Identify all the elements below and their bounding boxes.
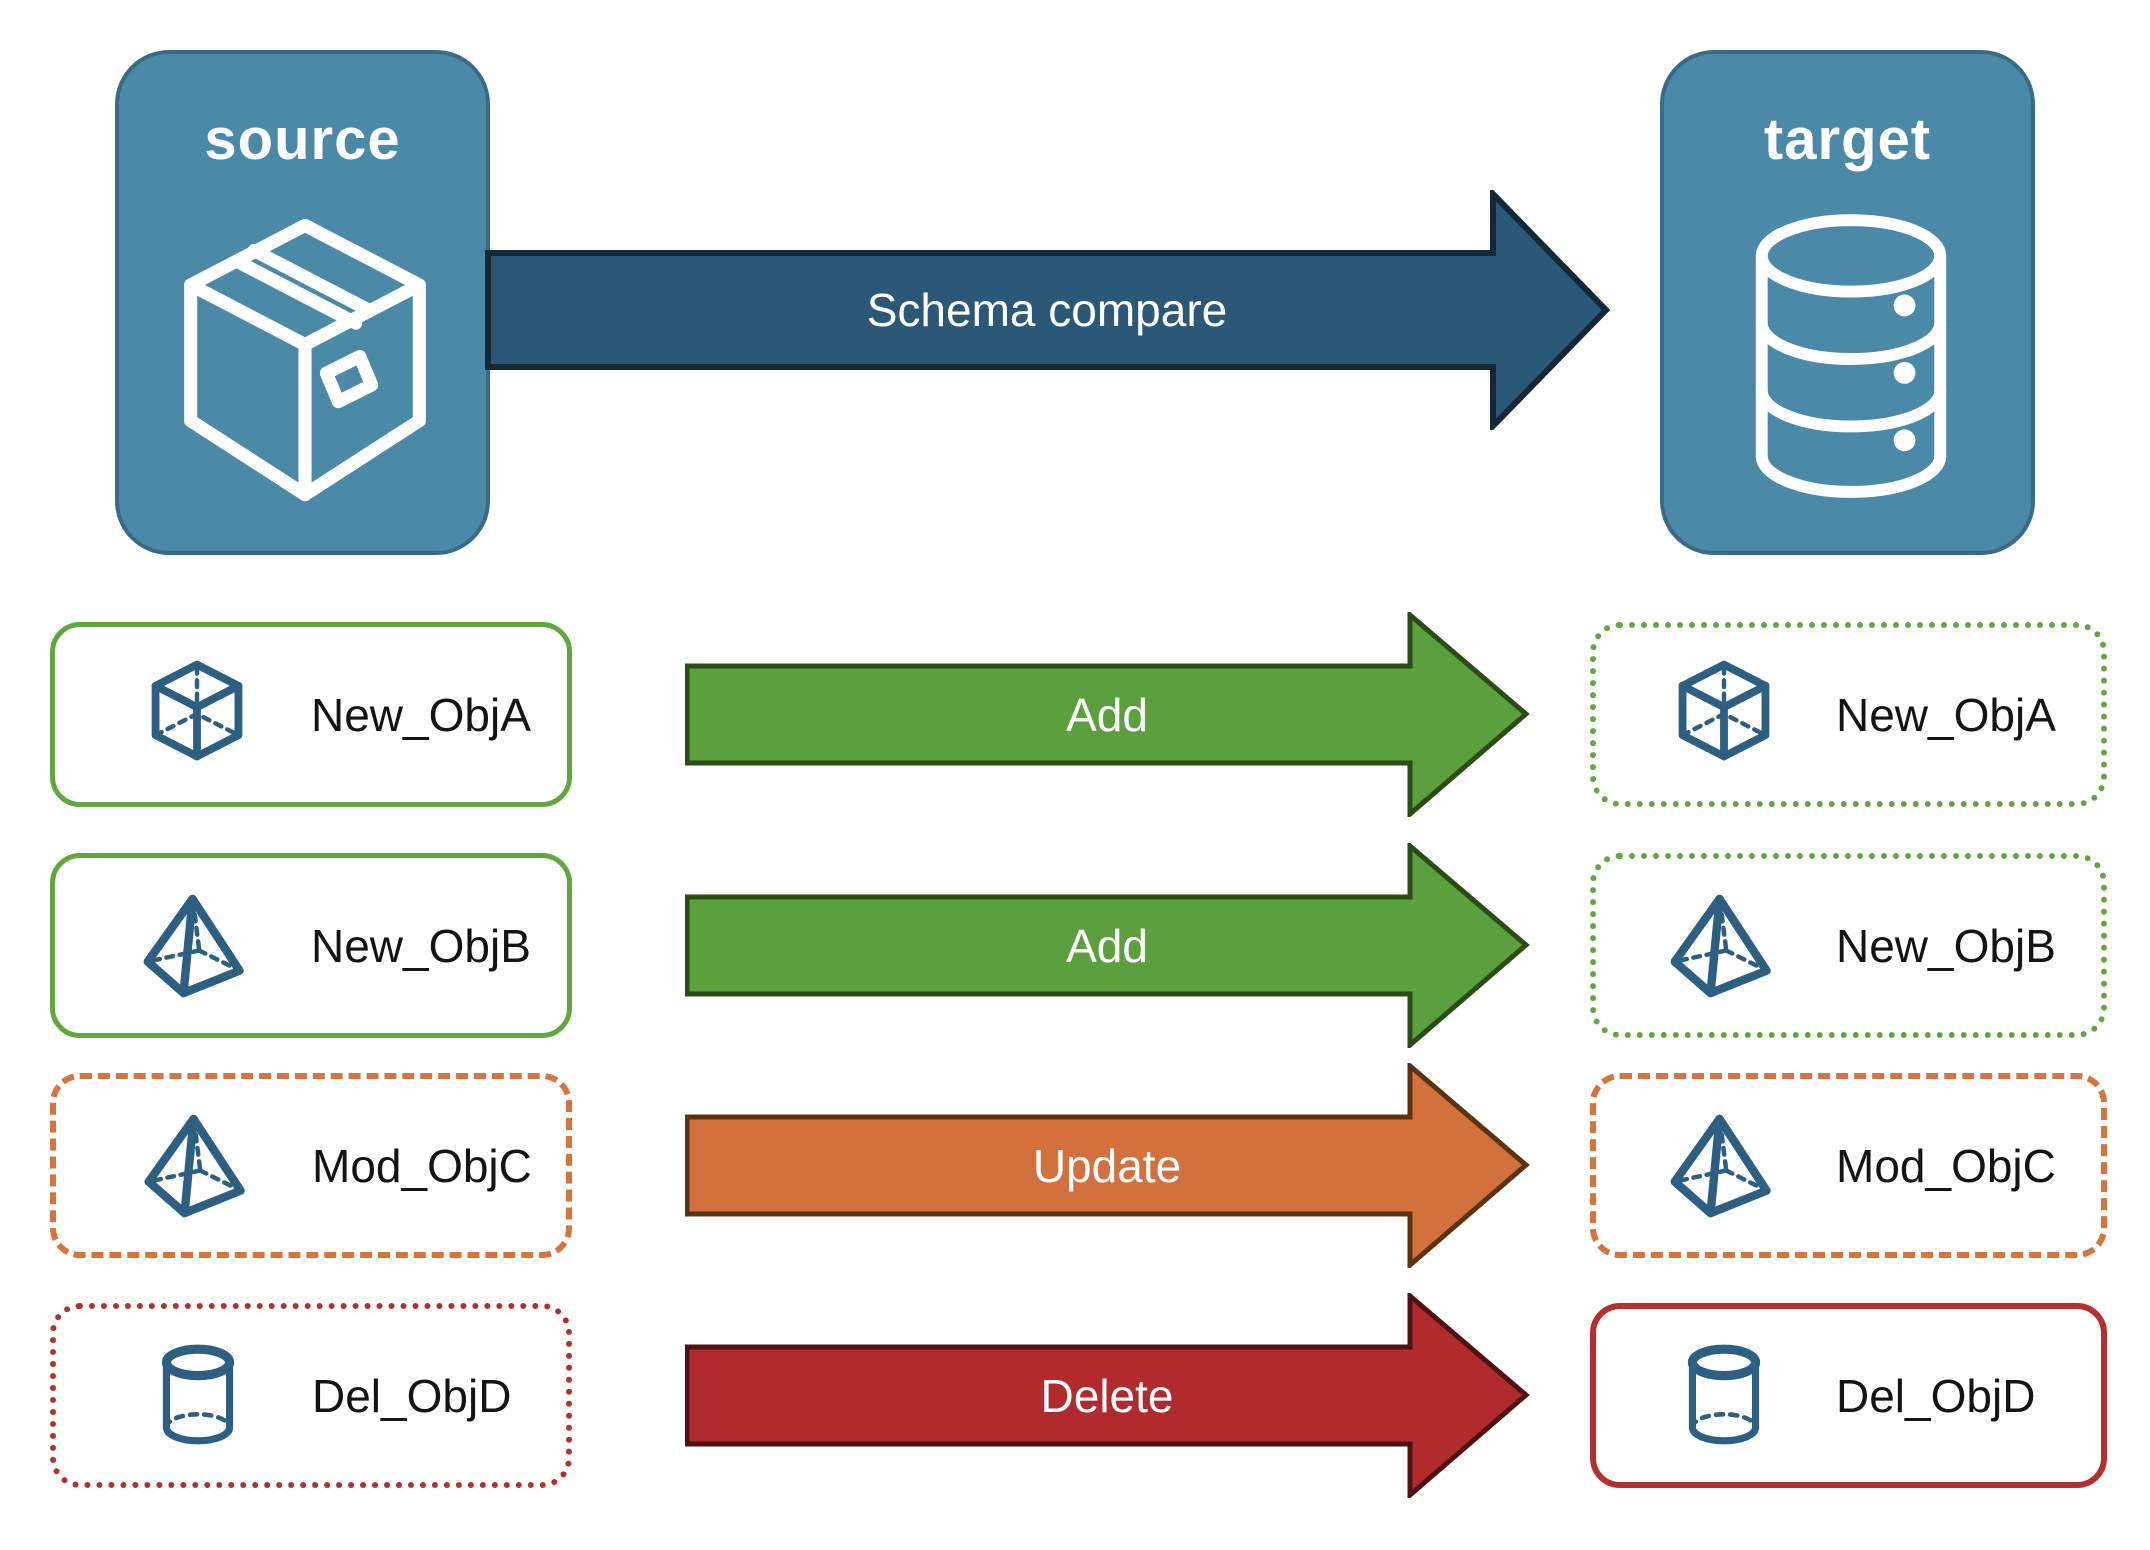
add-arrow-label: Add <box>1066 920 1148 972</box>
cube-icon <box>1668 659 1780 771</box>
target-node-label: target <box>1763 107 1932 172</box>
add-arrow-row1: Add <box>685 612 1530 817</box>
delete-arrow-row4: Delete <box>685 1293 1530 1498</box>
package-icon <box>174 204 436 516</box>
source-object-card-new-objb: New_ObjB <box>50 853 572 1038</box>
schema-compare-arrow-label: Schema compare <box>867 284 1228 336</box>
object-label: Mod_ObjC <box>312 1139 532 1192</box>
pyramid-icon <box>1668 1110 1780 1222</box>
source-object-card-new-obja: New_ObjA <box>50 622 572 807</box>
target-object-card-del-objd: Del_ObjD <box>1590 1303 2107 1488</box>
pyramid-icon <box>1668 890 1780 1002</box>
schema-compare-arrow: Schema compare <box>485 190 1610 430</box>
add-arrow-label: Add <box>1066 689 1148 741</box>
cylinder-icon <box>1668 1340 1780 1452</box>
object-label: Del_ObjD <box>1836 1369 2036 1422</box>
object-label: Mod_ObjC <box>1836 1139 2056 1192</box>
object-label: Del_ObjD <box>312 1369 512 1422</box>
source-node-label: source <box>204 107 401 172</box>
cube-icon <box>141 659 253 771</box>
target-node: target <box>1660 50 2035 555</box>
pyramid-icon <box>141 890 253 1002</box>
source-object-card-del-objd: Del_ObjD <box>50 1303 572 1488</box>
target-object-card-mod-objc: Mod_ObjC <box>1590 1073 2107 1258</box>
target-object-card-new-obja: New_ObjA <box>1590 622 2107 807</box>
add-arrow-row2: Add <box>685 843 1530 1048</box>
pyramid-icon <box>142 1110 254 1222</box>
add-arrow-shape <box>685 612 1530 817</box>
source-node: source <box>115 50 490 555</box>
update-arrow-row3: Update <box>685 1063 1530 1268</box>
delete-arrow-shape <box>685 1293 1530 1498</box>
object-label: New_ObjB <box>311 919 531 972</box>
database-icon <box>1732 200 1970 518</box>
object-label: New_ObjA <box>311 688 531 741</box>
add-arrow-shape <box>685 843 1530 1048</box>
target-object-card-new-objb: New_ObjB <box>1590 853 2107 1038</box>
source-object-card-mod-objc: Mod_ObjC <box>50 1073 572 1258</box>
delete-arrow-label: Delete <box>1041 1370 1174 1422</box>
update-arrow-label: Update <box>1033 1140 1181 1192</box>
object-label: New_ObjA <box>1836 688 2056 741</box>
update-arrow-shape <box>685 1063 1530 1268</box>
cylinder-icon <box>142 1340 254 1452</box>
object-label: New_ObjB <box>1836 919 2056 972</box>
schema-compare-arrow-shape <box>485 190 1610 430</box>
